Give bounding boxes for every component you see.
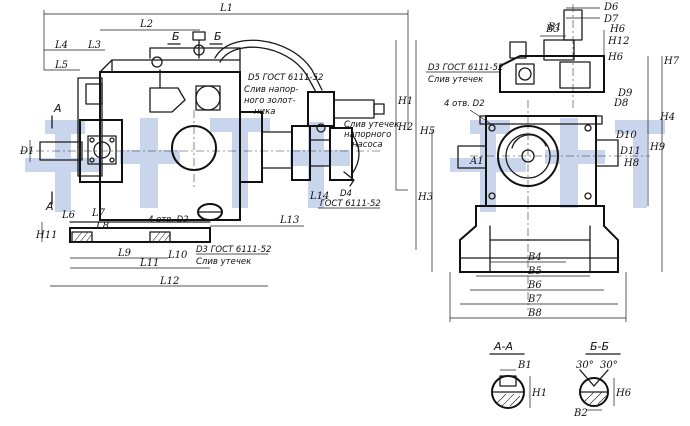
dim-H12: H12 (607, 36, 629, 47)
dim-H6-side: H6 (609, 24, 626, 35)
note-drain-relief-3: ника (254, 107, 275, 117)
section-aa: А-А B1 H1 (489, 340, 547, 409)
dim-L8: L8 (95, 221, 109, 232)
dim-H1: H1 (397, 96, 413, 107)
dim-D8: D8 (613, 98, 628, 109)
dim-D7: D7 (603, 14, 619, 25)
dim-D11: D11 (619, 146, 641, 157)
dim-H11: H11 (35, 230, 57, 241)
dim-L10: L10 (167, 250, 188, 261)
section-aa-dim-b1: B1 (517, 360, 532, 371)
dim-H9: H8 (623, 158, 639, 169)
dim-B4: B4 (527, 252, 542, 263)
dim-L5: L5 (54, 60, 68, 71)
note-thread-d2-side: 4 отв. D2 (444, 99, 485, 109)
dim-B6: B6 (527, 280, 542, 291)
section-mark-a-bottom: A (45, 200, 54, 213)
dim-H3: H3 (417, 192, 433, 203)
section-mark-b-right: Б (214, 30, 222, 43)
note-drain-pump-1: Слив утечек (344, 120, 400, 130)
note-drain-leak-side: Слив утечек (428, 75, 484, 85)
note-d3-gost-side: D3 ГОСТ 6111-52 (428, 63, 503, 73)
dim-B1-side: B1 (547, 22, 562, 33)
note-drain-pump-2: напорного (344, 130, 391, 140)
note-thread-d2-front: 4 отв. D2 (148, 215, 189, 225)
section-bb: Б-Б 30° 30° B2 H6 (573, 340, 632, 419)
dim-H10: H9 (649, 142, 666, 153)
dim-H5: H5 (419, 126, 435, 137)
dim-L2: L2 (139, 19, 153, 30)
section-aa-title: А-А (493, 340, 513, 353)
dim-D1: D1 (19, 146, 34, 157)
dim-L11: L11 (139, 258, 159, 269)
dim-B8: B8 (527, 308, 542, 319)
dim-H4: H4 (659, 112, 675, 123)
dim-H7: H6 (607, 52, 624, 63)
dim-D6: D6 (603, 2, 619, 13)
dim-L13: L13 (279, 215, 299, 226)
dim-B5: B5 (527, 266, 542, 277)
dim-L3: L3 (87, 40, 101, 51)
section-bb-angle-left: 30° (576, 360, 594, 371)
dim-D10: D10 (615, 130, 637, 141)
note-d4-gost: ГОСТ 6111-52 (320, 199, 381, 209)
dim-L7: L7 (91, 208, 106, 219)
note-drain-relief-2: ного золот- (244, 96, 296, 106)
dim-L1: L1 (219, 3, 233, 14)
hatch-left-foot (71, 231, 93, 243)
section-bb-dim-h6: H6 (615, 388, 632, 399)
note-d5-gost: D5 ГОСТ 6111-52 (248, 73, 323, 83)
section-bb-angle-right: 30° (600, 360, 618, 371)
note-drain-pump-3: насоса (352, 140, 383, 150)
dim-H2: H2 (397, 122, 413, 133)
front-view: L1 L2 L3 L4 L5 Б Б (19, 3, 433, 287)
section-mark-b-left: Б (172, 30, 180, 43)
section-bb-title: Б-Б (590, 340, 609, 353)
dim-A1: A1 (469, 156, 484, 167)
note-drain-relief-1: Слив напор- (244, 85, 299, 95)
note-d4: D4 (340, 189, 352, 199)
dim-D9: D9 (617, 88, 633, 99)
hatch-mid-foot (149, 231, 171, 243)
dim-B3: B3 (545, 24, 560, 35)
dim-L4: L4 (54, 40, 68, 51)
dim-B7: B7 (527, 294, 542, 305)
dim-L14: L14 (309, 191, 329, 202)
dim-L6: L6 (61, 210, 76, 221)
dim-H8: H7 (663, 56, 680, 67)
side-view: D6 D7 H12 H6 B3 D9 A1 D10 D11 H8 (419, 2, 680, 322)
note-drain-leak-front: Слив утечек (196, 257, 252, 267)
section-aa-dim-h1: H1 (531, 388, 547, 399)
section-mark-a-top: A (53, 102, 62, 115)
note-d3-gost-front: D3 ГОСТ 6111-52 (196, 245, 271, 255)
section-bb-dim-b2: B2 (573, 408, 588, 419)
dim-L12: L12 (159, 276, 179, 287)
dim-L9: L9 (117, 248, 132, 259)
